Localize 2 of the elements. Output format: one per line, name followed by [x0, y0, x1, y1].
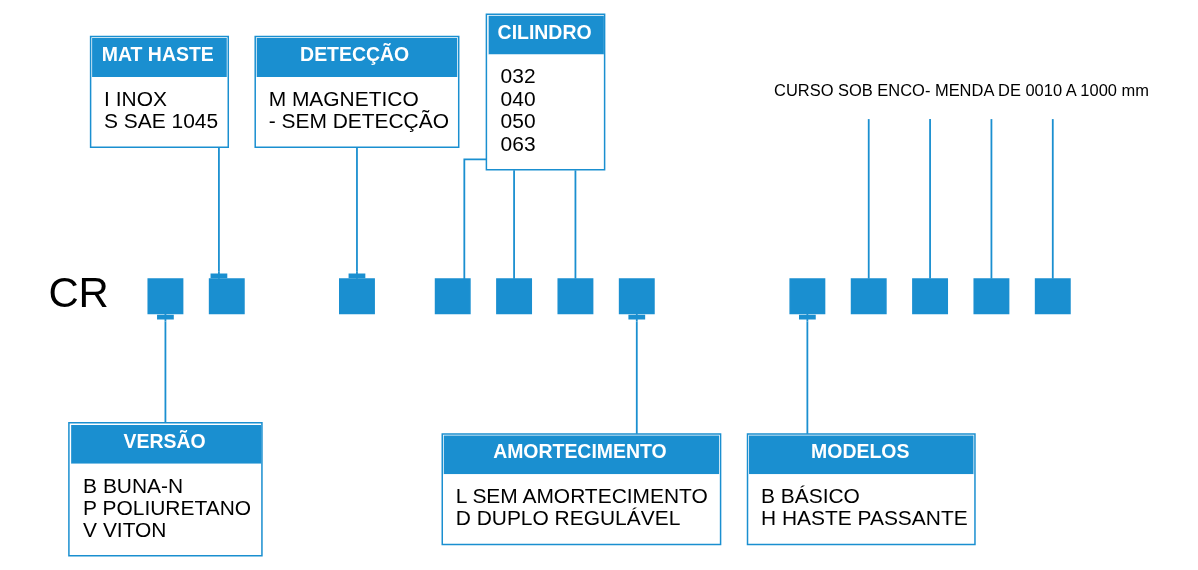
- label: CR: [48, 268, 109, 316]
- node-text: CURSO SOB ENCO- MENDA DE 0010 A 1000 mm: [774, 81, 1149, 100]
